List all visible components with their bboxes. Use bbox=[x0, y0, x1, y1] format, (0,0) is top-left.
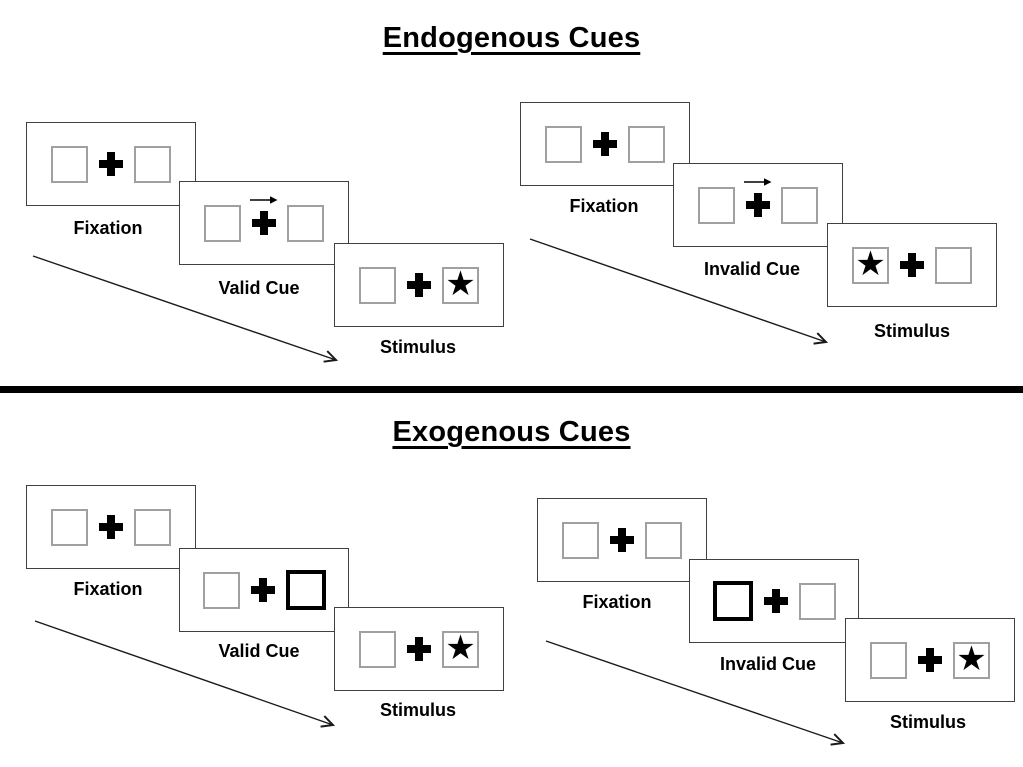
star-icon: ★ bbox=[956, 639, 987, 679]
time-sequence-arrow bbox=[529, 238, 835, 350]
panel-label: Stimulus bbox=[379, 337, 457, 357]
fixation-cross-icon bbox=[763, 589, 788, 613]
right-placeholder-box bbox=[628, 125, 665, 163]
fixation-cross-icon bbox=[99, 515, 123, 539]
section-title-exogenous: Exogenous Cues bbox=[392, 416, 631, 448]
panel-fixation bbox=[520, 102, 690, 186]
right-placeholder-box bbox=[645, 521, 682, 559]
left-placeholder-box bbox=[359, 266, 396, 304]
panel-stimulus: ★ bbox=[334, 243, 504, 327]
left-placeholder-box bbox=[359, 630, 396, 668]
right-placeholder-box bbox=[134, 145, 171, 183]
fixation-cross-icon bbox=[407, 273, 431, 297]
left-placeholder-box bbox=[51, 145, 88, 183]
star-icon: ★ bbox=[445, 264, 476, 304]
fixation-cross-icon bbox=[99, 152, 123, 176]
panel-stimulus: ★ bbox=[334, 607, 504, 691]
fixation-cross-icon bbox=[407, 637, 431, 661]
panel-label: Stimulus bbox=[379, 700, 457, 720]
panel-stimulus: ★ bbox=[827, 223, 997, 307]
fixation-cross-icon bbox=[250, 578, 275, 602]
fixation-cross-icon bbox=[918, 648, 942, 672]
fixation-cross-icon bbox=[593, 132, 617, 156]
time-sequence-arrow bbox=[545, 640, 853, 753]
panel-valid-cue bbox=[179, 548, 349, 632]
time-sequence-arrow bbox=[32, 255, 344, 368]
cue-arrow-icon bbox=[744, 178, 772, 186]
cue-highlight-box bbox=[285, 570, 326, 610]
fixation-cross-icon bbox=[610, 528, 634, 552]
right-placeholder-box bbox=[134, 508, 171, 546]
left-placeholder-box bbox=[870, 641, 907, 679]
panel-fixation bbox=[26, 122, 196, 206]
panel-label: Invalid Cue bbox=[719, 654, 817, 674]
right-placeholder-box bbox=[935, 246, 972, 284]
panel-label: Stimulus bbox=[889, 712, 967, 732]
panel-invalid-cue bbox=[689, 559, 859, 643]
panel-label: Fixation bbox=[569, 196, 639, 216]
left-placeholder-box bbox=[204, 204, 241, 242]
fixation-cross-icon bbox=[744, 178, 772, 217]
panel-label: Fixation bbox=[582, 592, 652, 612]
panel-label: Fixation bbox=[73, 579, 143, 599]
left-placeholder-box bbox=[698, 186, 735, 224]
star-icon: ★ bbox=[855, 244, 886, 284]
section-divider bbox=[0, 386, 1023, 393]
panel-label: Valid Cue bbox=[218, 641, 300, 661]
cue-highlight-box bbox=[712, 581, 753, 621]
panel-label: Stimulus bbox=[873, 321, 951, 341]
panel-label: Fixation bbox=[73, 218, 143, 238]
right-placeholder-box bbox=[287, 204, 324, 242]
target-star-box: ★ bbox=[852, 244, 889, 284]
panel-invalid-cue bbox=[673, 163, 843, 247]
panel-valid-cue bbox=[179, 181, 349, 265]
target-star-box: ★ bbox=[953, 639, 990, 679]
section-title-endogenous: Endogenous Cues bbox=[382, 22, 641, 54]
target-star-box: ★ bbox=[442, 628, 479, 668]
left-placeholder-box bbox=[545, 125, 582, 163]
fixation-cross-icon bbox=[250, 196, 278, 235]
panel-fixation bbox=[26, 485, 196, 569]
left-placeholder-box bbox=[202, 571, 240, 609]
left-placeholder-box bbox=[51, 508, 88, 546]
right-placeholder-box bbox=[781, 186, 818, 224]
panel-label: Valid Cue bbox=[218, 278, 300, 298]
time-sequence-arrow bbox=[34, 620, 342, 733]
panel-fixation bbox=[537, 498, 707, 582]
cue-arrow-icon bbox=[250, 196, 278, 204]
target-star-box: ★ bbox=[442, 264, 479, 304]
panel-label: Invalid Cue bbox=[703, 259, 801, 279]
right-placeholder-box bbox=[798, 582, 836, 620]
panel-stimulus: ★ bbox=[845, 618, 1015, 702]
left-placeholder-box bbox=[562, 521, 599, 559]
fixation-cross-icon bbox=[900, 253, 924, 277]
star-icon: ★ bbox=[445, 628, 476, 668]
